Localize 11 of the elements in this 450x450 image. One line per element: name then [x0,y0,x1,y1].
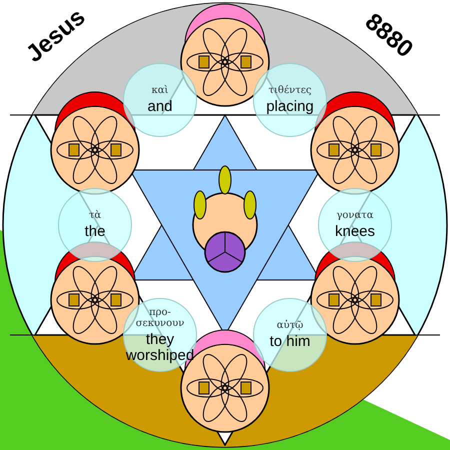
greek-word: προ- σεκυνουν [134,306,186,328]
english-word: placing [266,99,314,115]
english-word: and [147,99,173,115]
english-word: the [84,224,106,240]
greek-word: καὶ [150,85,170,96]
greek-word: αὐτῷ [276,320,304,331]
english-word: knees [334,224,376,240]
greek-word: τὰ [88,210,102,221]
greek-word: γονατα [335,210,375,221]
greek-word: τιθέντες [267,85,313,96]
english-word: to him [270,334,310,350]
